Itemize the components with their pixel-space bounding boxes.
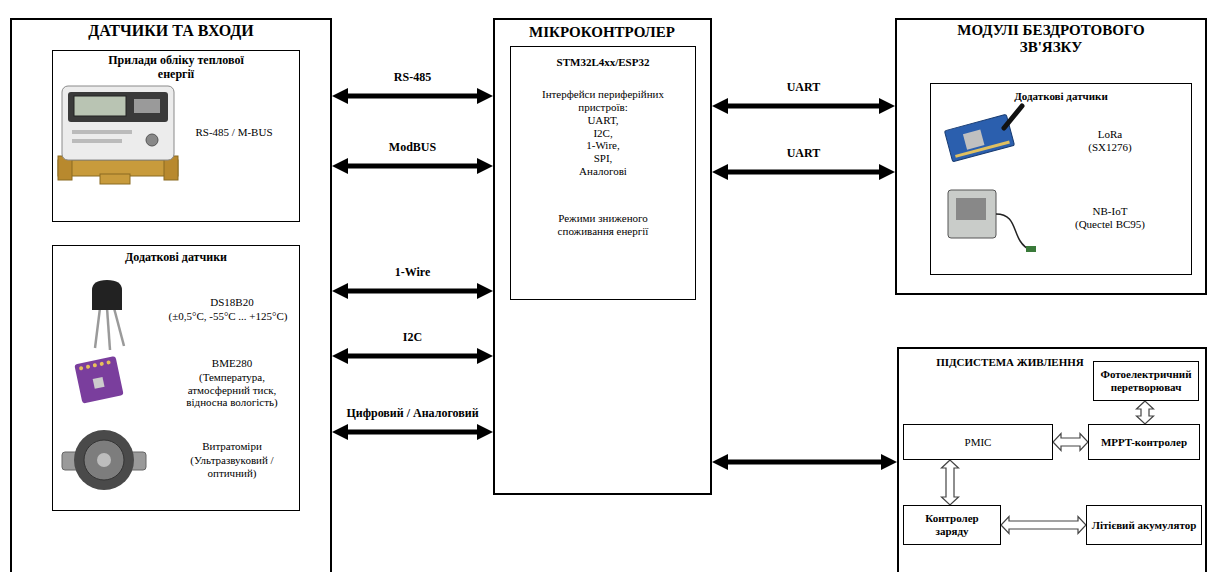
box-text: Режими зниженого споживання енергії (543, 212, 663, 237)
box-text: BME280 (162, 357, 302, 370)
bme280-picture (74, 356, 123, 404)
box-text: NB-IoT (1065, 205, 1155, 218)
meter-button (146, 134, 158, 146)
lora-picture (944, 106, 1022, 162)
module-board (944, 114, 1014, 161)
box-heading: Контролер заряду (916, 512, 988, 537)
box-text: Витратоміри (162, 440, 302, 453)
double-arrow (332, 88, 493, 104)
sensor-board (74, 356, 123, 404)
box-heading: МІКРОКОНТРОЛЕР (497, 24, 707, 41)
flow-rotor (97, 453, 111, 467)
antenna-wire (996, 214, 1030, 250)
sensor-leg (95, 308, 100, 348)
box-text: LoRa (1065, 128, 1155, 141)
box-heading: Додаткові датчики (61, 251, 291, 265)
box-heading: Фотоелектричний перетворювач (1098, 368, 1194, 393)
box-heading: Прилади обліку теплової енергії (91, 54, 261, 82)
mcu-box: STM32L4xx/ESP32Інтерфейси периферійних п… (510, 46, 696, 300)
group-panel: ПІДСИСТЕМА ЖИВЛЕННЯФотоелектричний перет… (897, 347, 1207, 572)
double-arrow (712, 454, 897, 470)
process-box: Фотоелектричний перетворювач (1093, 361, 1199, 401)
board-hole (86, 364, 91, 369)
double-arrow (1137, 401, 1154, 424)
process-box: PMIC (903, 424, 1053, 460)
ds18b20-picture (92, 280, 124, 350)
sensor-leg (107, 308, 110, 350)
board-hole (106, 360, 111, 365)
meter-body (62, 86, 174, 160)
double-arrow (1001, 517, 1086, 534)
box-heading: STM32L4xx/ESP32 (513, 56, 693, 69)
edge-label: Цифровий / Аналоговий (344, 406, 480, 421)
module-antenna (1004, 106, 1022, 128)
double-arrow (332, 424, 493, 440)
group-panel: МОДУЛІ БЕЗДРОТОВОГО ЗВ'ЯЗКУ Додаткові дат… (895, 18, 1207, 295)
group-panel: МІКРОКОНТРОЛЕР STM32L4xx/ESP32Інтерфейси … (493, 18, 712, 495)
sensor-body (92, 280, 122, 310)
board-hole (93, 363, 98, 368)
box-text: (SX1276) (1065, 141, 1155, 154)
double-arrow (1053, 434, 1088, 451)
module-chip (963, 130, 985, 150)
meter-panel (68, 92, 168, 122)
device-box: Додаткові датчикиLoRa(SX1276) NB-IoT(Quec… (930, 83, 1192, 275)
box-text: UART, I2C, 1-Wire, SPI, Аналогові (563, 114, 643, 177)
box-heading: МОДУЛІ БЕЗДРОТОВОГО ЗВ'ЯЗКУ (926, 22, 1176, 57)
box-heading: ПІДСИСТЕМА ЖИВЛЕННЯ (925, 356, 1095, 369)
sensor-leg (114, 308, 124, 346)
meter-stripe (72, 130, 132, 134)
flow-housing (74, 430, 134, 490)
box-heading: Літієвий акумулятор (1092, 519, 1197, 532)
meter-logo (134, 99, 160, 113)
box-heading: Додаткові датчики (941, 90, 1181, 103)
device-box: Прилади обліку теплової енергіїRS-485 / … (52, 50, 300, 222)
flow-meter-picture (62, 430, 146, 490)
meter-stripe (72, 139, 122, 143)
double-arrow (942, 460, 959, 505)
module-board (948, 190, 996, 238)
nbiot-picture (948, 190, 1036, 252)
edge-label: 1-Wire (393, 265, 433, 280)
meter-lcd (74, 96, 126, 116)
edge-label: RS-485 (392, 70, 433, 85)
double-arrow (332, 158, 493, 174)
process-box: MPPT-контролер (1088, 424, 1200, 460)
box-text: RS-485 / M-BUS (184, 126, 284, 139)
board-hole (79, 366, 84, 371)
double-arrow (332, 283, 493, 299)
group-panel: ДАТЧИКИ ТА ВХОДИ Прилади обліку теплової … (10, 18, 332, 572)
box-heading: PMIC (965, 436, 992, 449)
box-text: (Quectel BC95) (1055, 218, 1165, 231)
box-text: DS18B20 (162, 296, 302, 309)
edge-label: I2C (401, 330, 424, 345)
meter-sensor (100, 174, 130, 184)
heat-meter-picture (58, 86, 178, 184)
edge-label: ModBUS (387, 140, 438, 155)
board-hole (99, 362, 104, 367)
double-arrow (712, 164, 895, 180)
box-text: (Температура, атмосферний тиск, відносна… (175, 371, 289, 409)
edge-label: UART (785, 146, 823, 161)
process-box: Контролер заряду (903, 505, 1001, 545)
box-text: Інтерфейси периферійних пристроїв: (533, 88, 673, 113)
double-arrow (332, 348, 493, 364)
double-arrow (712, 98, 895, 114)
flow-window (84, 440, 124, 480)
box-text: (±0,5°C, -55°C ... +125°C) (155, 310, 301, 323)
box-heading: MPPT-контролер (1101, 436, 1187, 449)
box-text: (Ультразвуковий / оптичний) (182, 454, 282, 479)
box-heading: ДАТЧИКИ ТА ВХОДИ (21, 22, 321, 40)
process-box: Літієвий акумулятор (1086, 505, 1202, 545)
sim-slot (956, 198, 986, 220)
edge-label: UART (785, 80, 823, 95)
module-pins (955, 140, 1010, 157)
lora-board (944, 114, 1014, 161)
module-antenna (1026, 246, 1036, 252)
sensor-chip (93, 377, 105, 389)
device-box: Додаткові датчикиDS18B20(±0,5°C, -55°C .… (52, 245, 300, 511)
